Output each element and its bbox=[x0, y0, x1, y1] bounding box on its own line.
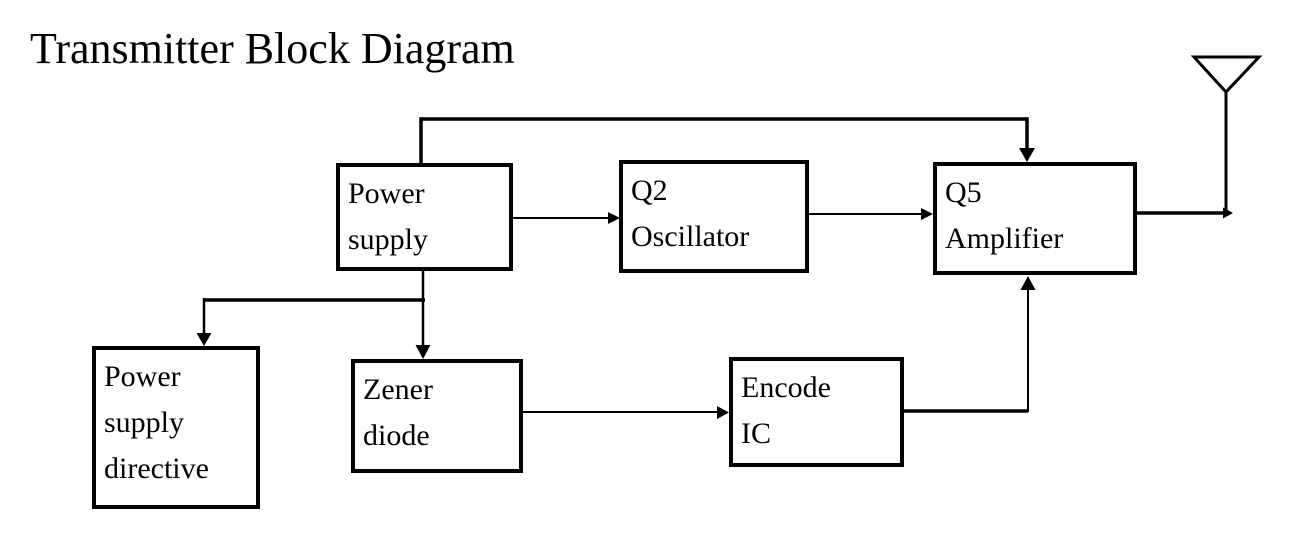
arrowhead-right-icon bbox=[717, 406, 729, 419]
antenna-icon bbox=[1190, 55, 1263, 95]
block-zener-diode: Zener diode bbox=[351, 359, 523, 473]
block-encode-ic: Encode IC bbox=[729, 357, 904, 467]
diagram-title: Transmitter Block Diagram bbox=[30, 24, 515, 73]
arrowhead-right-icon bbox=[1223, 207, 1233, 219]
wire bbox=[419, 117, 1029, 166]
connector-q5-to-antenna bbox=[1135, 92, 1233, 219]
connector-q2-to-q5 bbox=[807, 208, 933, 220]
connector-zener-to-encode bbox=[521, 406, 729, 419]
block-q2-oscillator: Q2 Oscillator bbox=[619, 160, 809, 273]
arrowhead-down-icon bbox=[1019, 148, 1035, 162]
arrowhead-up-icon bbox=[1020, 276, 1036, 290]
block-label-power-supply: Power supply bbox=[348, 177, 429, 256]
block-power-supply: Power supply bbox=[336, 163, 513, 271]
connector-encode-to-q5 bbox=[902, 276, 1036, 413]
block-power-supply-directive: Power supply directive bbox=[92, 346, 260, 509]
block-label-encode-ic: Encode IC bbox=[741, 371, 831, 450]
block-label-zener-diode: Zener diode bbox=[363, 373, 433, 452]
arrowhead-right-icon bbox=[921, 208, 933, 220]
antenna-triangle bbox=[1190, 55, 1263, 95]
arrowhead-down-icon bbox=[196, 333, 212, 346]
arrowhead-down-icon bbox=[415, 345, 431, 359]
block-q5-amplifier: Q5 Amplifier bbox=[933, 162, 1137, 275]
connector-power-supply-to-q2 bbox=[511, 212, 620, 224]
block-label-q2-oscillator: Q2 Oscillator bbox=[631, 174, 750, 253]
block-label-power-supply-directive: Power supply directive bbox=[104, 360, 209, 485]
block-label-q5-amplifier: Q5 Amplifier bbox=[945, 176, 1064, 255]
connector-power-supply-to-q5-feedback bbox=[419, 117, 1035, 166]
